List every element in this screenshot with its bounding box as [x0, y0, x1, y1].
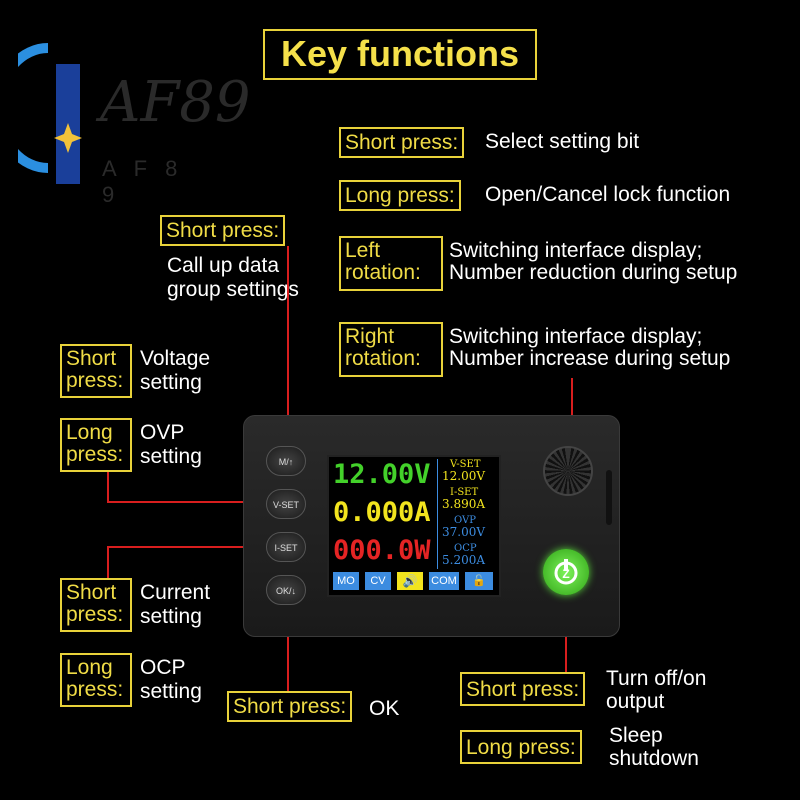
status-bar: MO CV 🔊 COM 🔓 — [333, 572, 495, 590]
desc-knob-short: Select setting bit — [485, 130, 640, 153]
lcd-screen: 12.00V 0.000A 000.0W V-SET 12.00V I-SET … — [327, 455, 501, 597]
iset-label: I-SET — [450, 487, 479, 498]
leader-line-iset-h — [107, 546, 265, 548]
desc-knob-long: Open/Cancel lock function — [485, 183, 731, 206]
speaker-icon: 🔊 — [397, 572, 423, 590]
power-readout: 000.0W — [333, 535, 431, 566]
desc-m-short: Call up data group settings — [167, 254, 299, 301]
iset-button[interactable]: I-SET — [266, 532, 306, 562]
svg-text:Z: Z — [562, 567, 569, 581]
power-button[interactable]: Z — [543, 549, 589, 595]
leader-line-m — [287, 246, 289, 434]
label-knob-short: Short press: — [339, 127, 465, 158]
label-knob-long: Long press: — [339, 180, 461, 211]
rotary-knob[interactable] — [543, 446, 593, 496]
label-right-rotation: Right rotation: — [339, 322, 443, 377]
vset-button[interactable]: V-SET — [266, 489, 306, 519]
label-power-short: Short press: — [460, 672, 586, 706]
label-left-rotation: Left rotation: — [339, 236, 443, 291]
ovp-value: 37.00V — [442, 525, 486, 539]
leader-line-vset-v — [107, 472, 109, 502]
label-ok-short: Short press: — [227, 691, 353, 722]
brand-logo: AF89 A F 8 9 — [18, 28, 251, 207]
leader-line-iset-v — [107, 546, 109, 578]
label-power-long: Long press: — [460, 730, 582, 764]
iset-value: 3.890A — [442, 497, 486, 511]
logo-text: AF89 — [100, 70, 251, 135]
vset-value: 12.00V — [442, 469, 486, 483]
ovp-label: OVP — [454, 515, 476, 526]
ocp-label: OCP — [454, 543, 477, 554]
status-com: COM — [429, 572, 459, 590]
label-m-short: Short press: — [160, 215, 286, 246]
desc-left-rotation: Switching interface display; Number redu… — [449, 239, 738, 284]
logo-mark-icon — [18, 43, 82, 184]
side-slot — [606, 470, 612, 525]
power-icon: Z — [554, 559, 578, 585]
voltage-readout: 12.00V — [333, 459, 431, 490]
page-title: Key functions — [263, 29, 537, 80]
m-button[interactable]: M/↑ — [266, 446, 306, 476]
current-readout: 0.000A — [333, 497, 431, 528]
ok-button[interactable]: OK/↓ — [266, 575, 306, 605]
logo-subtext: A F 8 9 — [102, 156, 184, 207]
side-panel: V-SET 12.00V I-SET 3.890A OVP 37.00V OCP… — [437, 459, 496, 569]
ocp-value: 5.200A — [442, 553, 486, 567]
leader-line-ok — [287, 591, 289, 691]
leader-line-vset-h — [107, 501, 265, 503]
desc-ok-short: OK — [369, 697, 400, 720]
vset-label: V-SET — [450, 459, 481, 470]
status-cv: CV — [365, 572, 391, 590]
desc-right-rotation: Switching interface display; Number incr… — [449, 325, 731, 370]
lock-icon: 🔓 — [465, 572, 493, 590]
status-mo: MO — [333, 572, 359, 590]
